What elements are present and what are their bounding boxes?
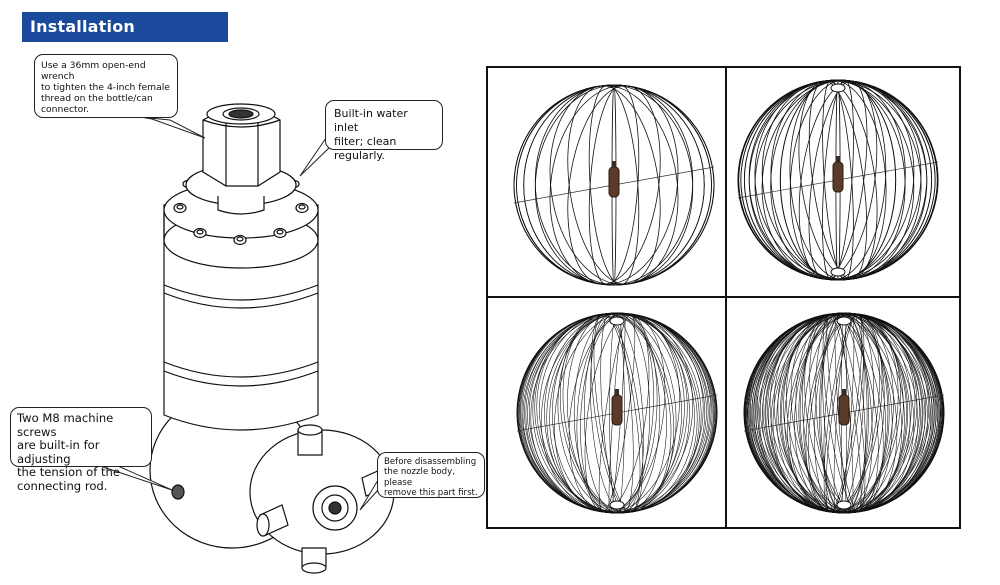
spray-path [737, 79, 939, 281]
nozzle-stem-icon [842, 389, 846, 396]
nozzle-stem-icon [612, 161, 616, 168]
callout-line: the nozzle body, please [384, 467, 455, 488]
spray-pattern-panel-dense [743, 312, 945, 514]
callout-line: Before disassembling [384, 457, 477, 467]
callout-line: connecting rod. [17, 478, 108, 493]
callout-line: Use a 36mm open-end wrench [41, 60, 146, 82]
tank-cleaning-nozzle-drawing [149, 103, 395, 574]
spray-pattern-panel-sparse [513, 84, 715, 286]
pole-bottom [830, 267, 846, 277]
callout-screws: Two M8 machine screws are built-in for a… [10, 407, 152, 492]
callout-line: Two M8 machine screws [17, 411, 114, 439]
spray-pattern-grid [486, 66, 961, 529]
callout-line: thread on the bottle/can [41, 93, 153, 104]
spray-path [516, 84, 712, 286]
callout-line: the tension of the [17, 465, 121, 479]
nozzle-stem-icon [836, 156, 840, 163]
callout-line: connector. [41, 104, 90, 115]
nozzle-icon [608, 166, 620, 198]
spray-path [748, 312, 940, 514]
callout-filter: Built-in water inlet filter; clean regul… [325, 100, 443, 162]
nozzle-stem-icon [615, 389, 619, 396]
callout-line: remove this part first. [384, 487, 478, 498]
spray-path [518, 312, 716, 514]
pole-top [609, 316, 625, 326]
callout-line: filter; clean regularly. [334, 135, 397, 162]
callout-line: Built-in water inlet [334, 107, 408, 134]
nozzle-icon [611, 394, 623, 426]
nozzle-icon [832, 161, 844, 193]
callout-wrench: Use a 36mm open-end wrench to tighten th… [34, 54, 178, 118]
spray-pattern-panel-medium [516, 312, 718, 514]
nozzle-icon [838, 394, 850, 426]
pole-bottom [836, 500, 852, 510]
pole-bottom [609, 500, 625, 510]
spray-pattern-panel-light [737, 79, 939, 281]
callout-disassemble: Before disassembling the nozzle body, pl… [377, 452, 485, 498]
callout-line: are built-in for adjusting [17, 438, 100, 466]
pole-top [830, 83, 846, 93]
pole-top [836, 316, 852, 326]
callout-line: to tighten the 4-inch female [41, 82, 170, 93]
